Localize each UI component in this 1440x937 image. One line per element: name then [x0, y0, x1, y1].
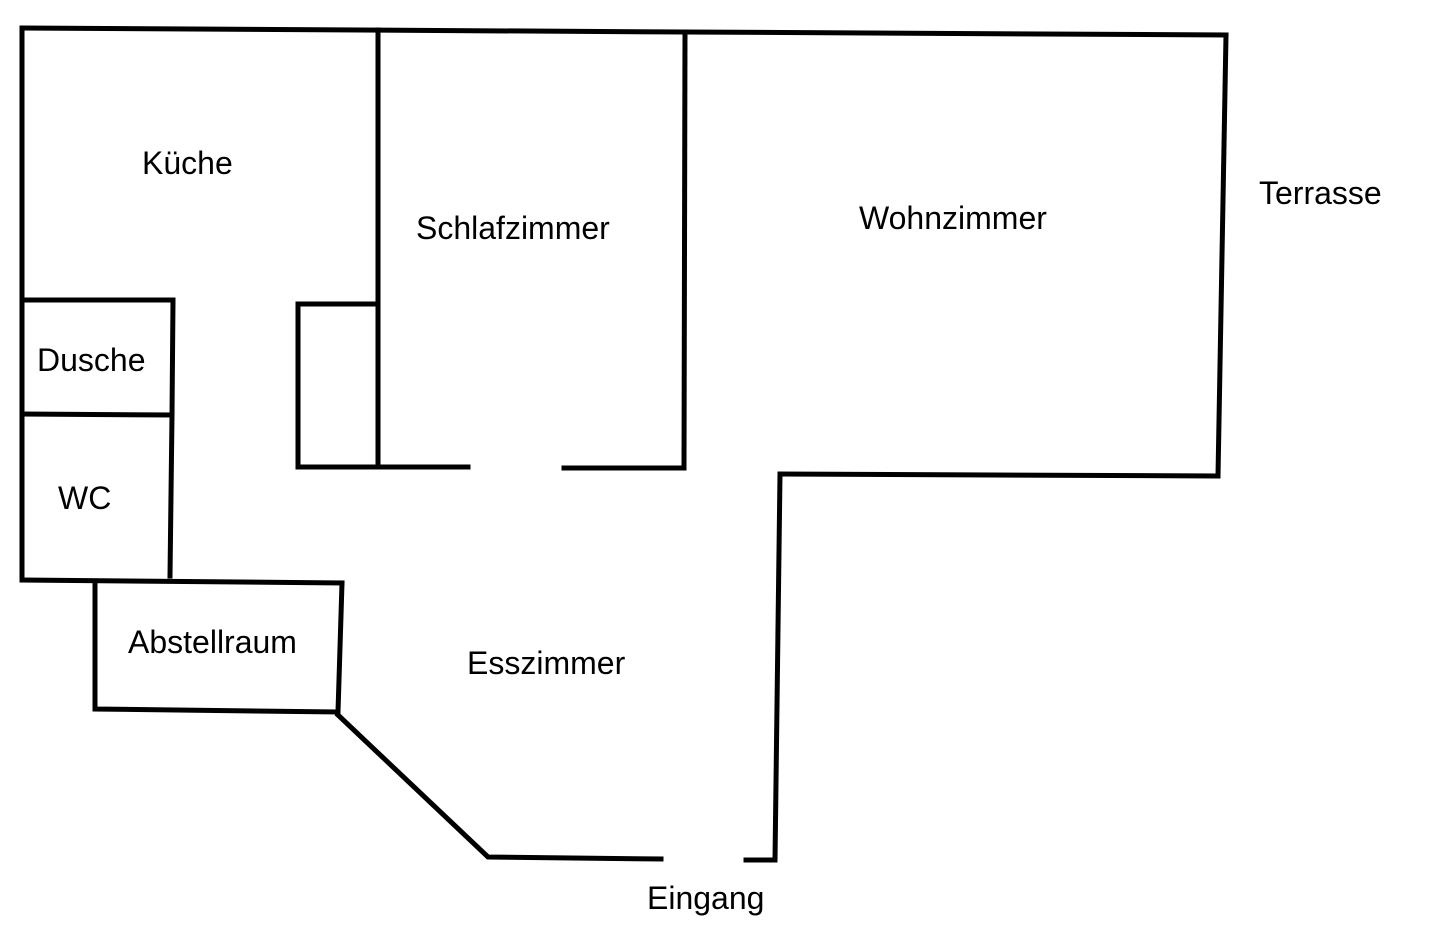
- label-dusche: Dusche: [37, 342, 146, 378]
- closet-niche: [295, 301, 381, 470]
- shower-wall: [19, 297, 176, 418]
- label-schlafzimmer: Schlafzimmer: [416, 210, 610, 246]
- shower-wc-divider: [19, 411, 175, 418]
- top-wall: [19, 25, 1229, 38]
- label-esszimmer: Esszimmer: [467, 645, 626, 681]
- label-wohnzimmer: Wohnzimmer: [859, 200, 1047, 236]
- label-kueche: Küche: [142, 145, 233, 181]
- storage-wall: [92, 578, 345, 715]
- label-wc: WC: [58, 480, 111, 516]
- label-abstellraum: Abstellraum: [128, 624, 297, 660]
- entrance-right-wall: [743, 471, 783, 863]
- wc-right-wall: [167, 412, 175, 579]
- walls: [19, 25, 1229, 863]
- label-eingang: Eingang: [647, 880, 764, 916]
- wc-bottom-wall: [19, 577, 345, 586]
- room-labels: Küche Schlafzimmer Wohnzimmer Terrasse D…: [37, 145, 1382, 916]
- bedroom-living-wall: [681, 29, 688, 470]
- label-terrasse: Terrasse: [1259, 175, 1382, 211]
- dining-diagonal-wall: [334, 711, 664, 862]
- living-room-right-wall: [1215, 32, 1229, 479]
- living-room-bottom-wall: [777, 471, 1221, 479]
